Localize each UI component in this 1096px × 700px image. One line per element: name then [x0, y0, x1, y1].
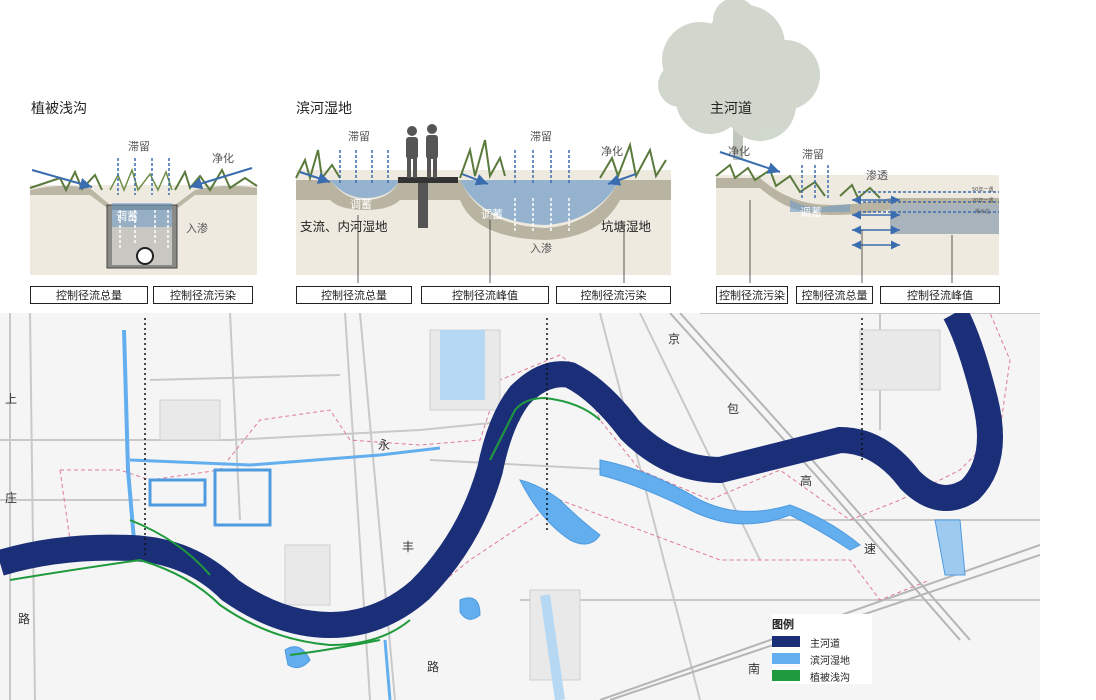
legend-swatch-wetland	[772, 653, 800, 664]
tree-icon	[658, 0, 820, 160]
flood20-label: 20年一遇	[972, 198, 994, 204]
main-river-box-total: 控制径流总量	[796, 286, 873, 304]
vegetated-swale	[9, 396, 601, 656]
wetland-box-total: 控制径流总量	[296, 286, 412, 304]
swale-retention-label: 滞留	[128, 140, 150, 153]
flood50-label: 50年一遇	[972, 187, 994, 193]
swale-section	[29, 158, 258, 275]
wetland-box-pollution: 控制径流污染	[556, 286, 671, 304]
swale-box-pollution: 控制径流污染	[153, 286, 253, 304]
swale-purify-label: 净化	[212, 152, 234, 165]
wetland-tributary-label: 支流、内河湿地	[300, 219, 388, 234]
road-label-5: 丰	[402, 540, 415, 554]
wetland-pond-label: 坑塘湿地	[601, 219, 652, 234]
main-river-box-pollution: 控制径流污染	[716, 286, 788, 304]
legend-swatch-swale	[772, 670, 800, 681]
wetland-box-peak: 控制径流峰值	[421, 286, 549, 304]
wetland-retention-left-label: 滞留	[348, 130, 370, 143]
wetland-retention-right-label: 滞留	[530, 130, 552, 143]
section-markers	[144, 318, 863, 555]
legend-swatch-main-river	[772, 636, 800, 647]
main-river-purify-label: 净化	[728, 145, 750, 158]
wetland-section	[295, 124, 671, 283]
swale-infiltrate-label: 入渗	[186, 222, 208, 235]
main-river	[0, 313, 1003, 639]
road-label-8: 包	[727, 402, 740, 416]
road-label-2: 庄	[5, 491, 18, 505]
wetland-storage-left-label: 调蓄	[350, 198, 372, 211]
main-river-title: 主河道	[710, 101, 752, 117]
swale-title: 植被浅沟	[31, 101, 87, 117]
road-label-9: 高	[800, 474, 813, 488]
main-river-section	[715, 151, 999, 283]
wetland-storage-right-label: 调蓄	[481, 208, 503, 221]
legend-title: 图例	[772, 618, 794, 631]
road-label-7: 京	[668, 332, 681, 346]
legend-label-swale: 植被浅沟	[810, 673, 850, 684]
road-label-6: 路	[427, 660, 440, 674]
legend-label-main-river: 主河道	[810, 639, 840, 650]
main-river-seep-label: 渗透	[866, 169, 888, 182]
wetland-title: 滨河湿地	[296, 101, 352, 117]
section-diagrams	[29, 0, 999, 283]
main-river-box-peak: 控制径流峰值	[880, 286, 1000, 304]
road-label-10: 速	[864, 542, 877, 556]
swale-box-total: 控制径流总量	[30, 286, 148, 304]
road-label-12: 南	[748, 662, 761, 676]
normal-water-label: 常水位	[975, 209, 991, 215]
road-label-3: 路	[18, 612, 31, 626]
wetland-purify-label: 净化	[601, 145, 623, 158]
main-river-storage-label: 调蓄	[800, 206, 822, 219]
legend: 图例 主河道 滨河湿地 植被浅沟	[772, 614, 872, 684]
main-river-retention-label: 滞留	[802, 148, 824, 161]
swale-storage-label: 调蓄	[116, 210, 138, 223]
road-label-4: 永	[378, 438, 391, 452]
legend-label-wetland: 滨河湿地	[810, 656, 850, 667]
riverside-wetland	[122, 329, 966, 700]
site-map	[0, 313, 1040, 700]
wetland-infiltrate-label: 入渗	[530, 242, 552, 255]
road-label-1: 上	[5, 392, 18, 406]
